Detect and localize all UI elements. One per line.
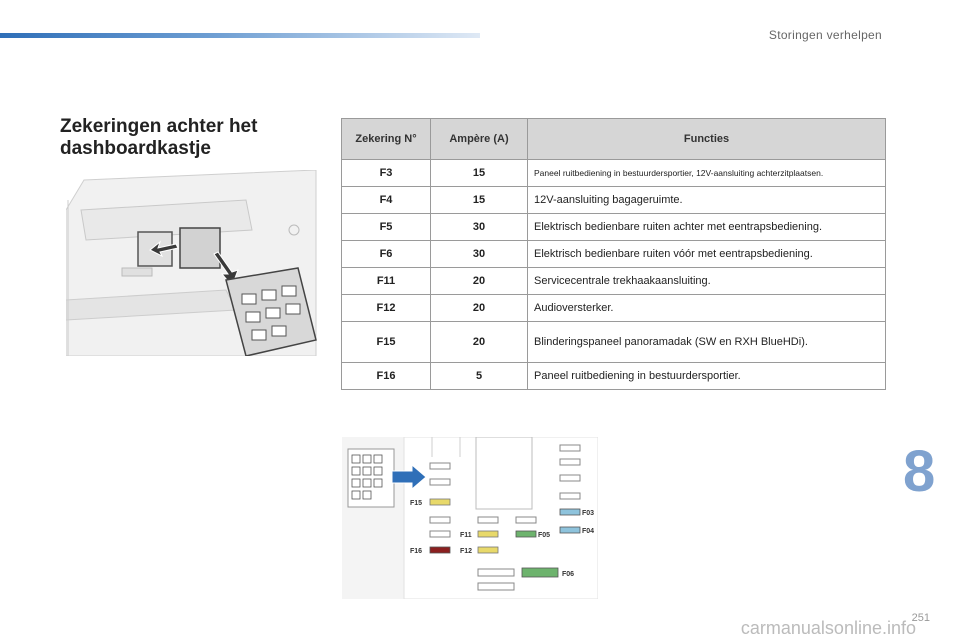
dashboard-glovebox-illustration bbox=[66, 170, 318, 356]
fuse-amperage: 20 bbox=[430, 321, 528, 363]
label-f16: F16 bbox=[410, 548, 422, 555]
table-row: F3 15 Paneel ruitbediening in bestuurder… bbox=[341, 159, 886, 187]
column-header-fuse: Zekering N° bbox=[341, 118, 431, 160]
fuse-function: Paneel ruitbediening in bestuurdersporti… bbox=[527, 362, 886, 390]
fuse-function: Blinderingspaneel panoramadak (SW en RXH… bbox=[527, 321, 886, 363]
label-f12: F12 bbox=[460, 548, 472, 555]
fuse-number: F11 bbox=[341, 267, 431, 295]
chapter-number: 8 bbox=[903, 439, 936, 504]
page-number: 251 bbox=[911, 612, 930, 624]
fuse-function: Elektrisch bedienbare ruiten achter met … bbox=[527, 213, 886, 241]
fuse-amperage: 5 bbox=[430, 362, 528, 390]
fuse-amperage: 20 bbox=[430, 294, 528, 322]
fuse-amperage: 15 bbox=[430, 159, 528, 187]
fuse-number: F12 bbox=[341, 294, 431, 322]
page-title: Zekeringen achter het dashboardkastje bbox=[60, 116, 258, 159]
label-f03: F03 bbox=[582, 510, 594, 517]
label-f04: F04 bbox=[582, 528, 594, 535]
fuse-function: 12V-aansluiting bagageruimte. bbox=[527, 186, 886, 214]
fuse-number: F5 bbox=[341, 213, 431, 241]
watermark: carmanualsonline.info bbox=[740, 618, 916, 638]
fuse-table: Zekering N° Ampère (A) Functies F3 15 Pa… bbox=[341, 118, 886, 390]
label-f05: F05 bbox=[538, 532, 550, 539]
label-f15: F15 bbox=[410, 500, 422, 507]
table-row: F6 30 Elektrisch bedienbare ruiten vóór … bbox=[341, 240, 886, 268]
column-header-functions: Functies bbox=[527, 118, 886, 160]
fuse-amperage: 20 bbox=[430, 267, 528, 295]
fuse-number: F16 bbox=[341, 362, 431, 390]
label-f06: F06 bbox=[562, 571, 574, 578]
table-row: F15 20 Blinderingspaneel panoramadak (SW… bbox=[341, 321, 886, 363]
fuse-amperage: 15 bbox=[430, 186, 528, 214]
fuse-amperage: 30 bbox=[430, 213, 528, 241]
table-row: F5 30 Elektrisch bedienbare ruiten achte… bbox=[341, 213, 886, 241]
fuse-number: F6 bbox=[341, 240, 431, 268]
table-row: F16 5 Paneel ruitbediening in bestuurder… bbox=[341, 362, 886, 390]
section-title: Storingen verhelpen bbox=[768, 28, 882, 42]
fuse-function: Servicecentrale trekhaakaansluiting. bbox=[527, 267, 886, 295]
fuse-amperage: 30 bbox=[430, 240, 528, 268]
fuse-number: F15 bbox=[341, 321, 431, 363]
header-accent-bar bbox=[0, 33, 480, 38]
fuse-number: F4 bbox=[341, 186, 431, 214]
table-row: F12 20 Audioversterker. bbox=[341, 294, 886, 322]
fuse-box-diagram: F15 F16 F11 F12 F05 F03 F04 F06 bbox=[342, 437, 598, 599]
table-row: F4 15 12V-aansluiting bagageruimte. bbox=[341, 186, 886, 214]
label-f11: F11 bbox=[460, 532, 472, 539]
fuse-function: Paneel ruitbediening in bestuurdersporti… bbox=[527, 159, 886, 187]
fuse-function: Audioversterker. bbox=[527, 294, 886, 322]
fuse-function: Elektrisch bedienbare ruiten vóór met ee… bbox=[527, 240, 886, 268]
column-header-amp: Ampère (A) bbox=[430, 118, 528, 160]
fuse-number: F3 bbox=[341, 159, 431, 187]
table-row: F11 20 Servicecentrale trekhaakaansluiti… bbox=[341, 267, 886, 295]
